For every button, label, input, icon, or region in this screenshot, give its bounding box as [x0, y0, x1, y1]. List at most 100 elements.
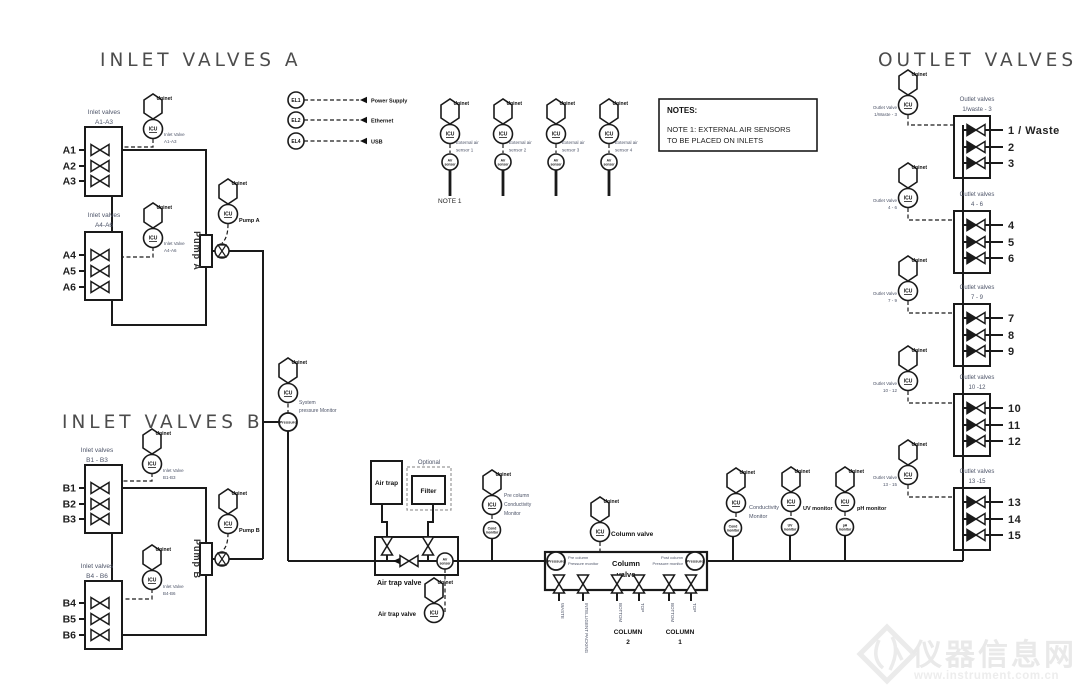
optional-box: [406, 466, 452, 511]
outlet-group-label: 7 - 9: [971, 295, 984, 301]
title-inlet-valves-b: INLET VALVES B: [62, 412, 264, 433]
port-b3: B3: [63, 514, 77, 526]
post-column-pressure-caption: Pressure monitor: [653, 561, 684, 566]
notes-line: NOTE 1: EXTERNAL AIR SENSORS: [667, 125, 791, 134]
uninet-caption: B1-B3: [163, 475, 176, 480]
precol-circle-label: monitor: [486, 531, 499, 535]
uninet-caption: 10 - 12: [883, 388, 898, 393]
air-trap-box: [370, 460, 403, 505]
outlet-group-label: Outlet valves: [960, 375, 995, 381]
air-trap-valve-label: Air trap valve: [377, 580, 421, 587]
column-valve-title: valve: [617, 570, 636, 579]
arrow-icon: [360, 96, 367, 104]
port-b6: B6: [63, 630, 77, 642]
air-sensor-caption: External air: [562, 140, 585, 145]
post-column-monitors: Cond monitor Conductivity Monitor UV mon…: [723, 466, 887, 561]
uninet-caption: Outlet Valve: [873, 291, 898, 296]
ph-monitor-caption: pH monitor: [857, 506, 887, 512]
pre-column-pressure-caption: Pressure monitor: [568, 561, 599, 566]
pump-b-name: Pump B: [192, 539, 202, 579]
inlet-a-labels: Inlet valves A1-A3 Inlet valves A4-A6 A1…: [63, 93, 260, 294]
spm-caption: System: [299, 400, 316, 406]
uninet-caption: 13 - 15: [883, 482, 898, 487]
port-b4: B4: [63, 598, 77, 610]
watermark-text: 仪器信息网: [911, 638, 1077, 672]
port-a6: A6: [63, 282, 77, 294]
port-a5: A5: [63, 266, 77, 278]
el4-label: USB: [371, 140, 383, 146]
notes-line: TO BE PLACED ON INLETS: [667, 136, 763, 145]
uninet-caption: A4-A6: [164, 248, 177, 253]
cond-circle-label: Cond: [729, 525, 738, 529]
outlet-valves-section: Outlet valves 1/waste - 3 Outlet valves …: [873, 69, 1059, 561]
column-port-label: INTELLIGENT PACKING: [584, 603, 589, 654]
watermark-logo-icon: [874, 636, 904, 671]
outlet-port-label: 3: [1008, 158, 1015, 170]
watermark: 仪器信息网 www.instrument.com.cn: [856, 623, 1077, 685]
column-2-label: COLUMN: [614, 629, 643, 636]
air-trap-label: Air trap: [375, 480, 398, 487]
port-a3: A3: [63, 176, 77, 188]
precol-caption: Conductivity: [504, 502, 532, 508]
system-pressure-monitor: System pressure Monitor: [277, 357, 337, 432]
inlet-b4-b6-label: B4 - B6: [86, 573, 108, 580]
outlet-port-label: 2: [1008, 142, 1015, 154]
air-sensor-caption: sensor 1: [456, 148, 474, 153]
uv-circle-label: monitor: [784, 528, 797, 532]
inlet-a1-a3-label: A1-A3: [95, 119, 113, 126]
outlet-port-label: 6: [1008, 253, 1015, 265]
external-air-sensors: External air sensor 1 External air senso…: [438, 98, 638, 205]
air-sensor-caption: sensor 2: [509, 148, 527, 153]
outlet-group-label: Outlet valves: [960, 285, 995, 291]
uv-monitor-caption: UV monitor: [803, 506, 833, 512]
outlet-port-label: 7: [1008, 313, 1015, 325]
pump-a-name: Pump A: [192, 231, 202, 271]
column-2-label: 2: [626, 639, 630, 646]
outlet-group-label: 4 - 6: [971, 202, 984, 208]
uninet-caption: Inlet Valve: [163, 584, 184, 589]
main-flow-line: [288, 125, 964, 562]
inlet-a-plumbing: [79, 126, 289, 561]
cond-circle-label: monitor: [727, 529, 740, 533]
uninet-caption: 7 - 9: [888, 298, 898, 303]
uninet-caption: Inlet Valve: [164, 241, 185, 246]
post-column-pressure-caption: Post column: [661, 555, 683, 560]
optional-label: Optional: [418, 460, 440, 466]
outlet-port-label: 12: [1008, 436, 1021, 448]
note-1-ref: NOTE 1: [438, 198, 462, 205]
inlet-b-plumbing: [79, 464, 263, 650]
el1-label: Power Supply: [371, 99, 408, 105]
outlet-port-label: 14: [1008, 514, 1022, 526]
notes-box: NOTES: NOTE 1: EXTERNAL AIR SENSORS TO B…: [658, 98, 818, 152]
pre-column-conductivity-monitor: Cond monitor Pre column Conductivity Mon…: [481, 469, 532, 561]
inlet-b1-b3-label: Inlet valves: [81, 447, 114, 454]
column-port-label: BOTTOM: [670, 603, 675, 622]
air-sensor-caption: sensor 3: [562, 148, 580, 153]
air-sensor-caption: External air: [509, 140, 532, 145]
air-trap-assembly: Optional Air trap Filter Air trap valve …: [370, 460, 459, 624]
conductivity-monitor-caption: Monitor: [749, 514, 768, 520]
air-sensor-caption: sensor 4: [615, 148, 633, 153]
inlet-a4-a6-label: Inlet valves: [88, 212, 121, 219]
column-valve-title: Column: [612, 559, 640, 568]
uninet-caption: A1-A3: [164, 139, 177, 144]
port-a4: A4: [63, 250, 77, 262]
uninet-caption: Inlet Valve: [164, 132, 185, 137]
outlet-port-label: 5: [1008, 237, 1015, 249]
column-port-label: WASTE: [560, 603, 565, 619]
conductivity-monitor-caption: Conductivity: [749, 505, 779, 511]
uninet-caption-pump-a: Pump A: [239, 218, 260, 224]
uv-circle-label: UV: [788, 524, 793, 528]
uninet-caption: Outlet Valve: [873, 381, 898, 386]
precol-circle-label: Cond: [488, 527, 497, 531]
spm-caption: pressure Monitor: [299, 408, 337, 414]
outlet-group-label: Outlet valves: [960, 97, 995, 103]
uninet-caption: 1/Waste - 3: [874, 112, 897, 117]
uninet-caption: 4 - 6: [888, 205, 898, 210]
outlet-group-label: Outlet valves: [960, 469, 995, 475]
column-valve: Column valve Pre column Pressure monitor…: [543, 496, 709, 654]
arrow-icon: [360, 116, 367, 124]
precol-caption: Monitor: [504, 511, 521, 517]
